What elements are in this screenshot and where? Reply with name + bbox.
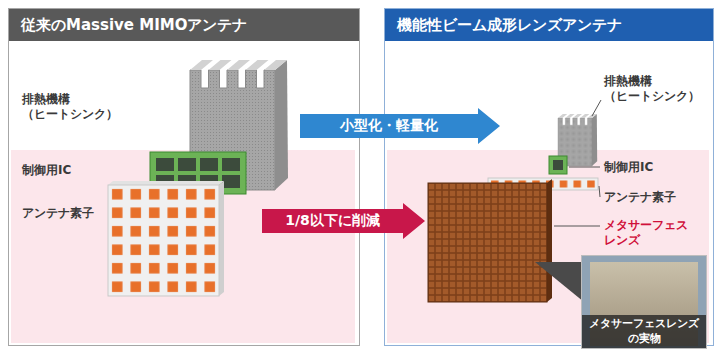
- photo-inset: メタサーフェスレンズの実物: [581, 255, 707, 349]
- part-label: アンテナ素子: [22, 206, 94, 221]
- part-label: メタサーフェスレンズ: [604, 218, 692, 248]
- board-edge: [219, 181, 224, 296]
- block-arrow: 小型化・軽量化: [300, 108, 500, 144]
- photo-background: [582, 256, 706, 348]
- ic-chip: [222, 158, 240, 171]
- lens-edge: [547, 179, 552, 302]
- ic-chip: [200, 158, 218, 171]
- ic-chip: [156, 158, 174, 171]
- photo-caption: メタサーフェスレンズの実物: [582, 315, 706, 348]
- board-edge: [108, 181, 224, 185]
- part-label: 排熱機構 （ヒートシンク）: [604, 74, 712, 104]
- part-label: 制御用IC: [22, 163, 71, 178]
- comparison-panel: 機能性ビーム成形レンズアンテナメタサーフェスレンズの実物: [384, 8, 714, 346]
- leader-line: [554, 226, 600, 227]
- part-label: アンテナ素子: [604, 190, 676, 205]
- arrow-label: 1/8以下に削減: [285, 212, 380, 230]
- antenna-elements: [108, 185, 219, 296]
- leader-line: [569, 167, 600, 168]
- arrow-label: 小型化・軽量化: [340, 117, 438, 135]
- part-label: 排熱機構 （ヒートシンク）: [22, 92, 130, 122]
- part-label: 制御用IC: [604, 160, 653, 175]
- arrow-body: [262, 203, 425, 239]
- block-arrow: 1/8以下に削減: [262, 203, 425, 239]
- ic-chip: [222, 175, 240, 188]
- leader-line: [592, 100, 601, 116]
- ic-board-small: [549, 156, 567, 174]
- ic-chip: [178, 158, 196, 171]
- metasurface-lens: [428, 183, 547, 302]
- arrow-body: [300, 108, 500, 144]
- antenna-board: [108, 185, 219, 296]
- panel-heading: 機能性ビーム成形レンズアンテナ: [385, 9, 713, 41]
- pink-region: [11, 150, 355, 343]
- ic-chip: [553, 160, 563, 170]
- zoom-pointer: [535, 262, 584, 302]
- heatsink: [190, 60, 288, 190]
- panel-heading: 従来のMassive MIMOアンテナ: [9, 9, 359, 41]
- leader-line: [599, 186, 600, 197]
